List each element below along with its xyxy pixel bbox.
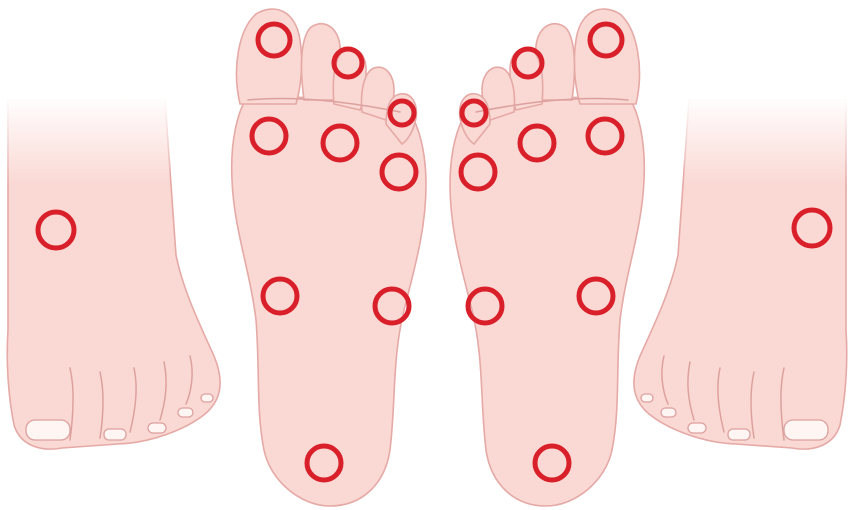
left-foot-top bbox=[4, 96, 220, 449]
toe-nail bbox=[641, 394, 653, 402]
toe-nail bbox=[148, 423, 166, 433]
right-foot-top bbox=[634, 96, 850, 449]
big-toe-nail bbox=[784, 420, 828, 440]
toe-nail bbox=[178, 408, 193, 417]
left-foot-sole bbox=[232, 9, 426, 506]
toe-nail bbox=[201, 394, 213, 402]
toe-nail bbox=[104, 429, 126, 440]
big-toe-nail bbox=[26, 420, 70, 440]
right-foot-sole bbox=[450, 9, 644, 506]
toe-nail bbox=[688, 423, 706, 433]
toe-nail bbox=[728, 429, 750, 440]
toe-nail bbox=[661, 408, 676, 417]
